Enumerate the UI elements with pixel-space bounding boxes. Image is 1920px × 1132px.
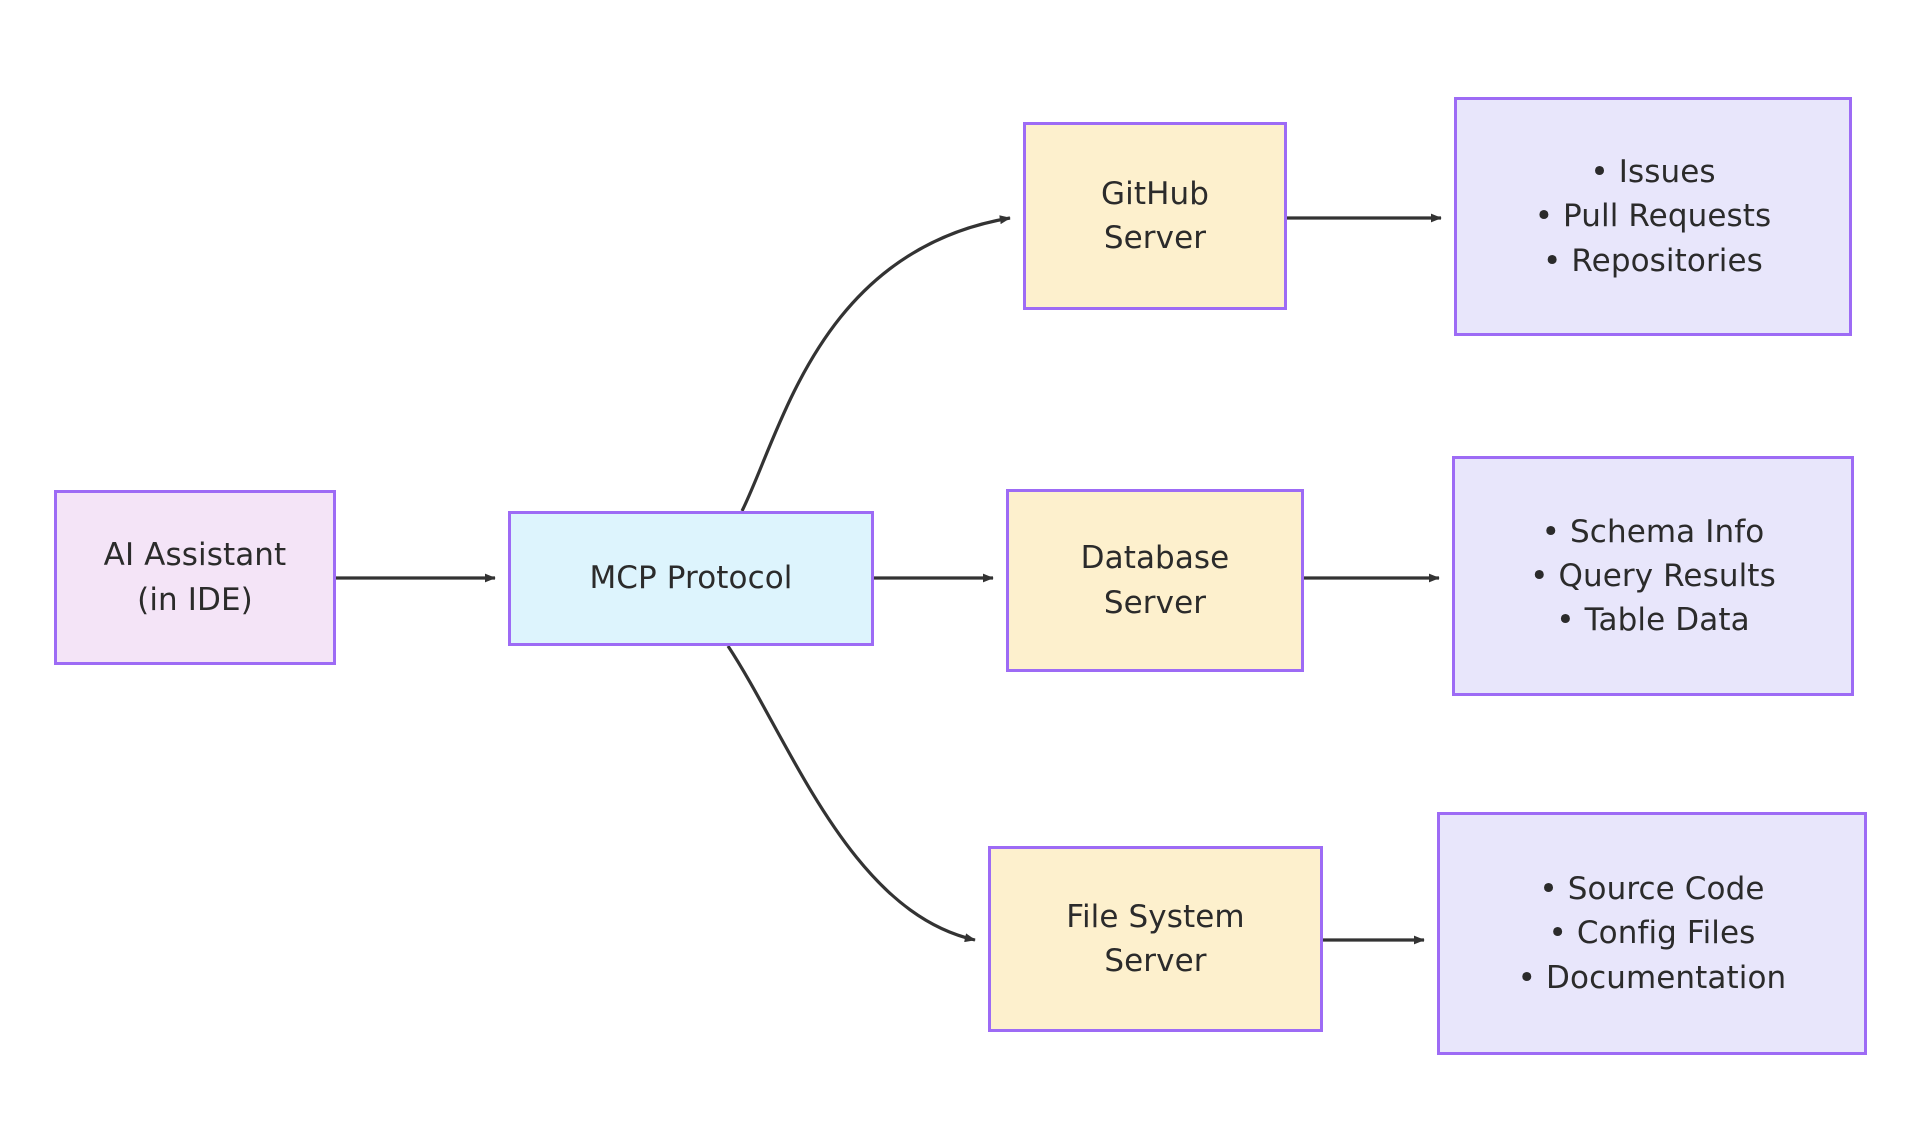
edge-protocol-to-filesystem [726, 645, 976, 943]
bullet-glyph: • [1543, 242, 1562, 279]
node-database-server-line-1: Database [1080, 540, 1230, 577]
list-item-label: Issues [1618, 154, 1716, 191]
bullet-glyph: • [1534, 198, 1554, 235]
node-filesystem-results[interactable]: • Source Code • Config Files • Documenta… [1437, 812, 1867, 1055]
node-github-results[interactable]: • Issues • Pull Requests • Repositories [1454, 97, 1852, 336]
list-item-label: Repositories [1571, 242, 1763, 279]
bullet-glyph: • [1530, 557, 1549, 594]
list-item: • Repositories [1535, 239, 1772, 283]
bullet-glyph: • [1541, 513, 1561, 550]
list-item: • Config Files [1518, 911, 1787, 955]
database-results-list: • Schema Info • Query Results • Table Da… [1530, 510, 1776, 642]
node-ai-assistant-line-2: (in IDE) [137, 581, 253, 618]
node-mcp-protocol-line-1: MCP Protocol [589, 560, 793, 597]
list-item-label: Pull Requests [1563, 198, 1772, 235]
list-item: • Documentation [1518, 956, 1787, 1000]
node-github-server-line-2: Server [1103, 220, 1207, 256]
node-ai-assistant[interactable]: AI Assistant (in IDE) [54, 490, 336, 665]
node-github-server-line-1: GitHub [1100, 175, 1210, 212]
list-item: • Query Results [1530, 554, 1776, 598]
node-filesystem-server[interactable]: File System Server [988, 846, 1323, 1032]
list-item-label: Table Data [1584, 602, 1750, 638]
list-item-label: Query Results [1558, 557, 1776, 594]
list-item: • Pull Requests [1535, 194, 1772, 238]
list-item: • Issues [1535, 150, 1772, 194]
node-mcp-protocol[interactable]: MCP Protocol [508, 511, 874, 646]
node-database-server-line-2: Server [1103, 584, 1207, 621]
bullet-glyph: • [1590, 154, 1609, 191]
node-filesystem-server-line-1: File System [1066, 898, 1245, 935]
github-results-list: • Issues • Pull Requests • Repositories [1535, 150, 1772, 282]
node-ai-assistant-line-1: AI Assistant [103, 537, 287, 574]
bullet-glyph: • [1556, 602, 1575, 638]
edge-protocol-to-github [740, 215, 1011, 512]
list-item-label: Documentation [1546, 959, 1787, 996]
list-item: • Table Data [1530, 598, 1776, 642]
node-filesystem-server-line-2: Server [1104, 943, 1207, 979]
list-item-label: Config Files [1576, 915, 1756, 952]
bullet-glyph: • [1548, 915, 1567, 952]
node-database-results[interactable]: • Schema Info • Query Results • Table Da… [1452, 456, 1854, 696]
bullet-glyph: • [1539, 871, 1558, 908]
node-database-server[interactable]: Database Server [1006, 489, 1304, 672]
bullet-glyph: • [1517, 959, 1537, 996]
list-item-label: Source Code [1567, 871, 1765, 908]
list-item-label: Schema Info [1570, 513, 1765, 550]
list-item: • Source Code [1518, 867, 1787, 911]
node-github-server[interactable]: GitHub Server [1023, 122, 1287, 310]
filesystem-results-list: • Source Code • Config Files • Documenta… [1518, 867, 1787, 999]
list-item: • Schema Info [1530, 510, 1776, 554]
